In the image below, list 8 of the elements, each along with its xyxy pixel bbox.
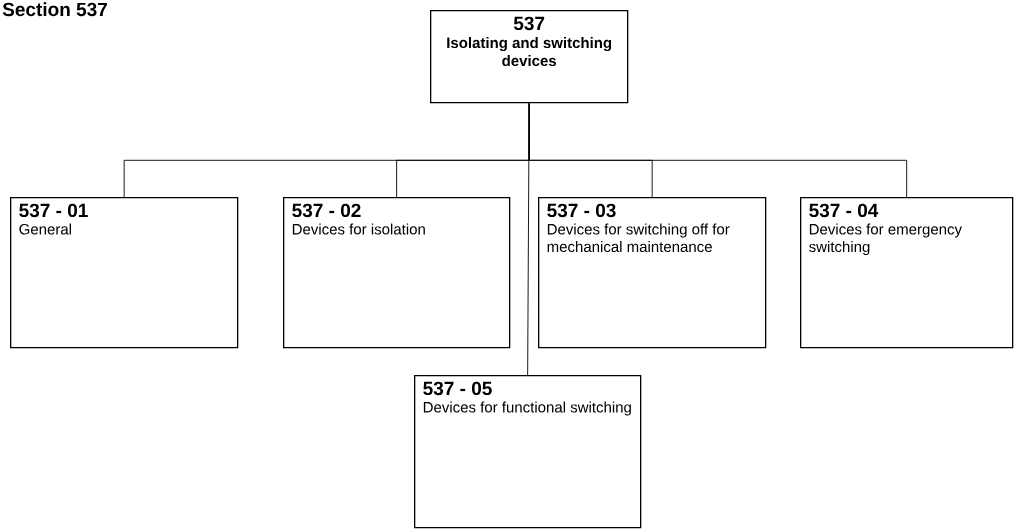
section-box: 537 - 04 Devices for emergency switching [800,197,1014,349]
section-box: 537 - 02 Devices for isolation [283,197,511,349]
section-box: 537 - 03 Devices for switching off for mechanical maintenance [538,197,767,349]
section-box: 537 - 01 General [10,197,239,349]
connector-line [527,102,530,376]
title-box: 537 Isolating and switching devices [430,10,629,104]
section-title: Section 537 [2,2,107,17]
section-box: 537 - 05 Devices for functional switching [414,375,642,529]
